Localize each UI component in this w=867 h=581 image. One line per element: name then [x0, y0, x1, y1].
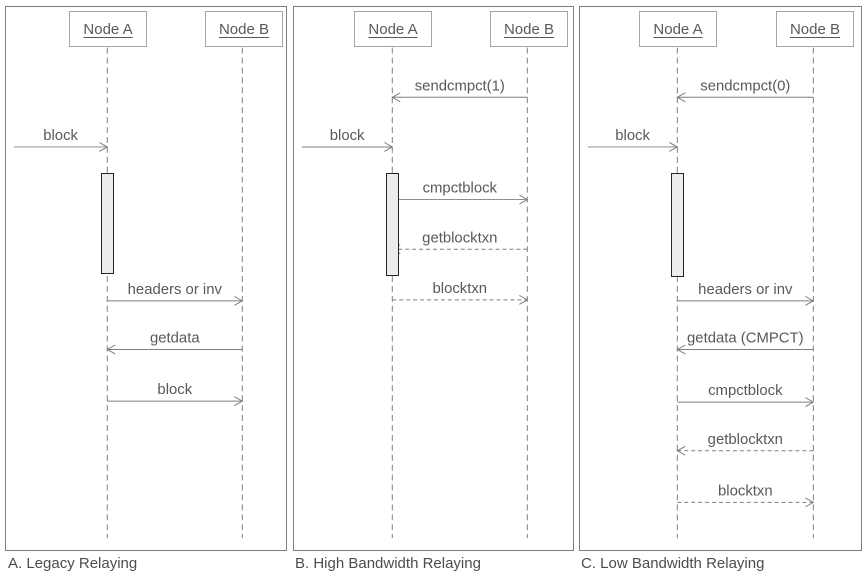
arrowhead-icon: [669, 142, 679, 152]
message-arrows-layer: sendcmpct(0) block headers or inv getdata (…: [587, 47, 815, 539]
arrowhead-icon: [805, 397, 815, 408]
panel-low-bandwidth-relaying: sendcmpct(0) block headers or inv getdata (…: [579, 6, 862, 551]
message-label: getblocktxn: [708, 432, 783, 448]
message-label: block: [157, 382, 192, 398]
caption-legacy-relaying: A. Legacy Relaying: [8, 555, 138, 572]
node-a-box: Node A: [354, 11, 432, 47]
arrowhead-icon: [676, 344, 686, 355]
arrowhead-icon: [391, 92, 401, 103]
arrowhead-icon: [805, 497, 815, 508]
message-label: blocktxn: [433, 281, 488, 297]
message-arrows-layer: block headers or inv getdata block: [13, 47, 244, 539]
caption-high-bandwidth-relaying: B. High Bandwidth Relaying: [295, 555, 481, 572]
node-b-label: Node B: [789, 20, 841, 38]
message-label: blocktxn: [718, 483, 773, 499]
node-a-label: Node A: [653, 20, 703, 38]
node-a-box: Node A: [639, 11, 717, 47]
node-b-box: Node B: [776, 11, 854, 47]
arrowhead-icon: [234, 295, 244, 306]
arrowhead-icon: [676, 92, 686, 103]
arrowhead-icon: [106, 344, 116, 355]
caption-low-bandwidth-relaying: C. Low Bandwidth Relaying: [581, 555, 765, 572]
message-label: block: [615, 128, 650, 144]
node-b-box: Node B: [205, 11, 283, 47]
node-b-box: Node B: [490, 11, 568, 47]
message-label: getblocktxn: [422, 230, 497, 246]
arrowhead-icon: [234, 396, 244, 407]
message-label: cmpctblock: [708, 383, 783, 399]
arrowhead-icon: [99, 142, 109, 152]
arrowhead-icon: [519, 294, 529, 305]
arrowhead-icon: [384, 142, 394, 152]
message-label: sendcmpct(0): [700, 78, 790, 94]
message-arrows-layer: sendcmpct(1) block cmpctblock getblocktxn bl…: [301, 47, 529, 539]
activation-bar: [101, 173, 114, 274]
activation-bar: [671, 173, 684, 277]
arrowhead-icon: [676, 445, 686, 456]
arrowhead-icon: [805, 295, 815, 306]
arrowhead-icon: [519, 194, 529, 205]
message-label: getdata (CMPCT): [687, 331, 804, 347]
message-label: block: [43, 128, 78, 144]
node-a-label: Node A: [368, 20, 418, 38]
panel-high-bandwidth-relaying: sendcmpct(1) block cmpctblock getblocktxn bl…: [293, 6, 574, 551]
node-b-label: Node B: [218, 20, 270, 38]
node-b-label: Node B: [503, 20, 555, 38]
node-a-label: Node A: [83, 20, 133, 38]
message-label: getdata: [150, 331, 200, 347]
activation-bar: [386, 173, 399, 276]
message-label: headers or inv: [698, 282, 793, 298]
node-a-box: Node A: [69, 11, 147, 47]
message-label: headers or inv: [128, 282, 223, 298]
message-label: block: [330, 128, 365, 144]
message-label: sendcmpct(1): [415, 78, 505, 94]
message-label: cmpctblock: [423, 181, 498, 197]
panel-legacy-relaying: block headers or inv getdata block Node A N…: [5, 6, 287, 551]
